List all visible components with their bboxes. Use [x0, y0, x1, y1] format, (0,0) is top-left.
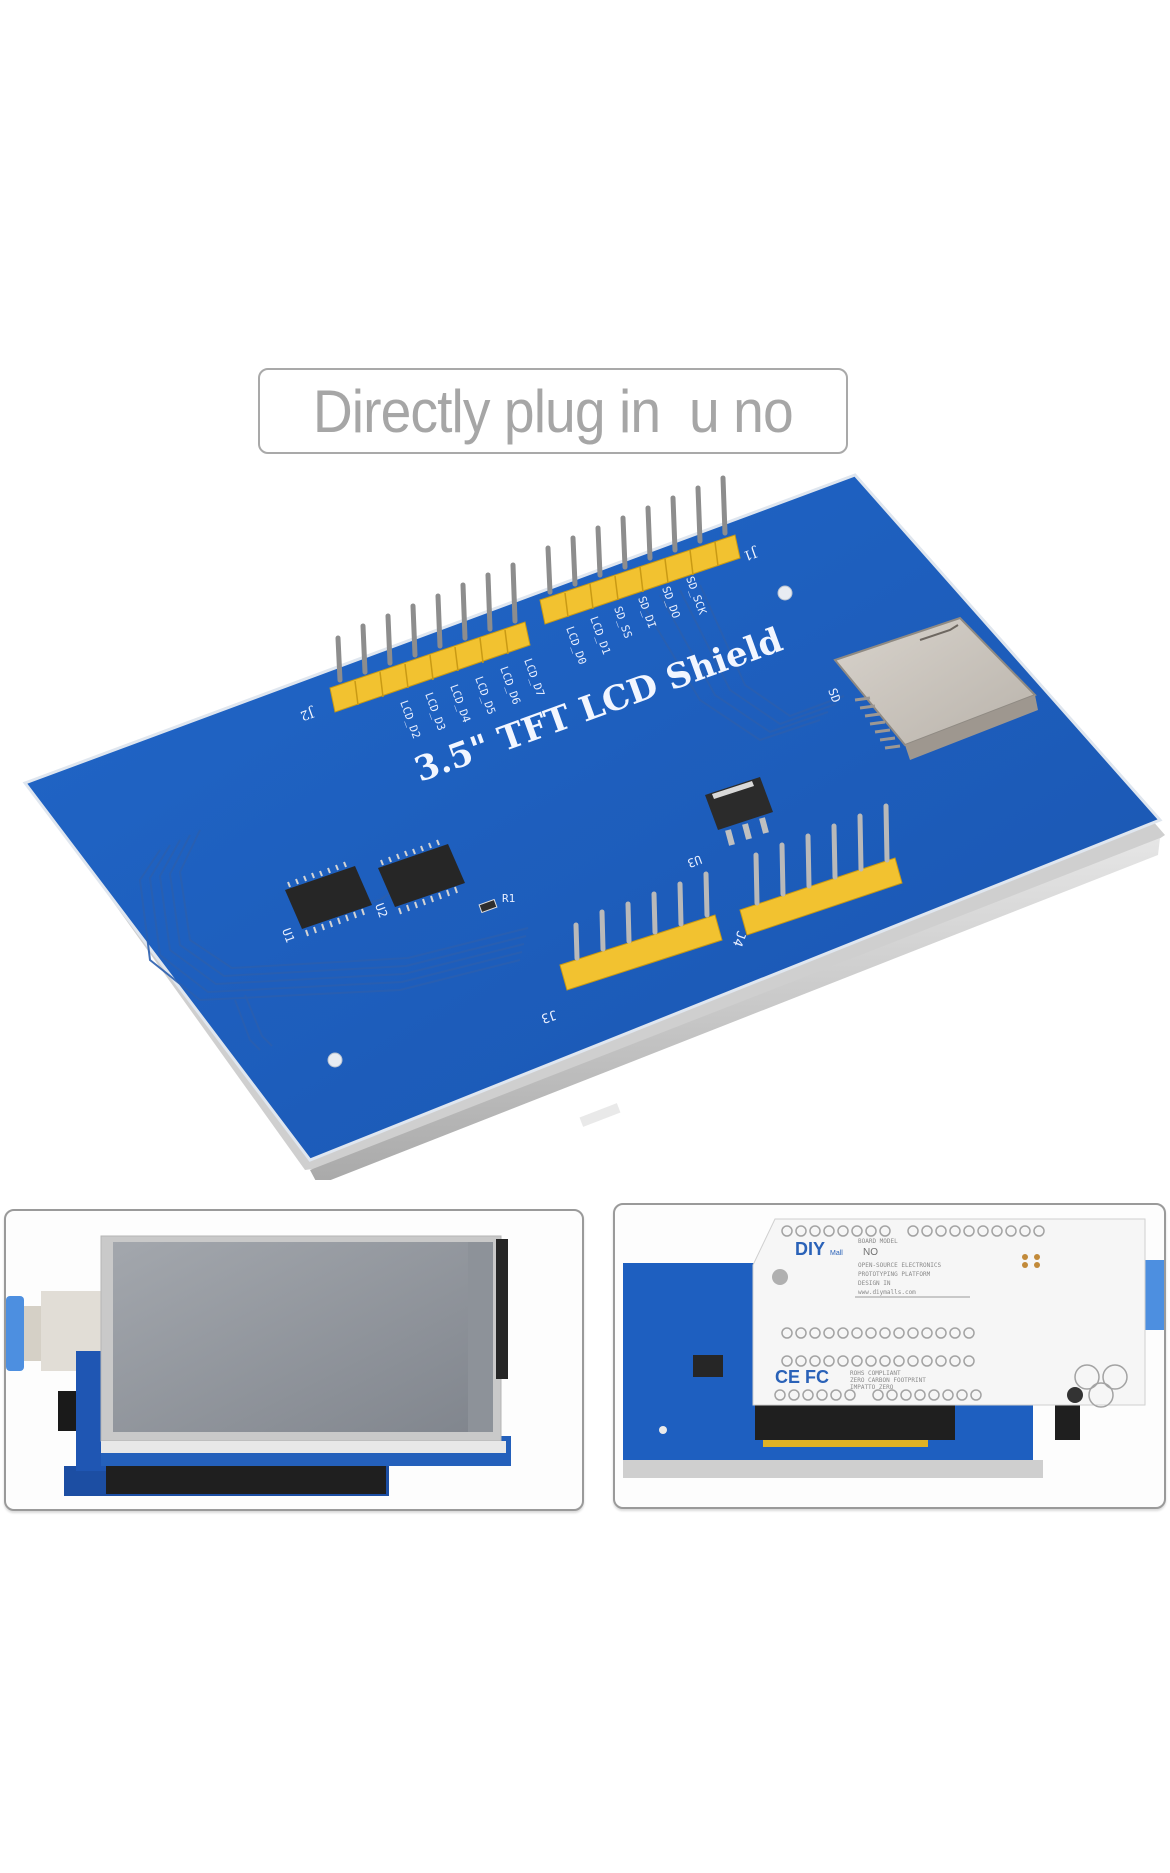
- header-j2: [329, 562, 531, 713]
- chip-u1: [285, 861, 372, 937]
- pcb-traces: [138, 584, 845, 1051]
- thumbnail-front-view: [4, 1209, 584, 1511]
- resistor-r1: [478, 898, 498, 914]
- silk-line-3: DESIGN IN: [858, 1280, 891, 1287]
- main-product-photo: J2 J1 LCD_D2 LCD_D3 LCD_D4 LCD_D5 LCD_D6…: [22, 473, 1165, 1180]
- thumbnail-back-view: DIY Mall BOARD MODEL NO OPEN-SOURCE ELEC…: [613, 1203, 1166, 1509]
- label-j4: J4: [729, 929, 749, 949]
- white-arduino-board: [752, 1218, 1146, 1406]
- board-model-label: BOARD MODEL: [858, 1238, 898, 1245]
- label-r1: R1: [502, 892, 515, 905]
- caption-text: Directly plug in u no: [313, 377, 794, 445]
- header-j4: [739, 803, 903, 936]
- chip-u2: [378, 839, 465, 915]
- board-model: NO: [863, 1247, 878, 1258]
- silk-line-1: OPEN-SOURCE ELECTRONICS: [858, 1262, 941, 1269]
- label-j1: J1: [741, 544, 761, 563]
- sd-card-slot: [833, 616, 1038, 760]
- mounting-hole: [327, 1052, 343, 1068]
- back-view-photo: DIY Mall BOARD MODEL NO OPEN-SOURCE ELEC…: [623, 1218, 1164, 1478]
- mounting-hole: [777, 585, 793, 601]
- label-sd: SD: [825, 686, 843, 704]
- label-j3: J3: [539, 1006, 559, 1025]
- rohs-line-1: ROHS COMPLIANT: [850, 1370, 901, 1377]
- rohs-line-2: ZERO CARBON FOOTPRINT: [850, 1377, 926, 1384]
- label-j2: J2: [298, 704, 318, 723]
- header-j1: [539, 475, 741, 625]
- cert-marks: CE FC: [775, 1367, 829, 1387]
- label-u3: U3: [685, 852, 703, 870]
- chip-u3: [705, 777, 773, 846]
- silk-line-2: PROTOTYPING PLATFORM: [858, 1271, 931, 1278]
- caption-box: Directly plug in u no: [258, 368, 848, 454]
- front-view-photo: [6, 1235, 511, 1496]
- brand-suffix: Mall: [830, 1250, 843, 1257]
- label-u2: U2: [372, 901, 390, 919]
- brand-logo: DIY: [795, 1239, 825, 1259]
- rohs-line-3: IMPATTO ZERO: [850, 1384, 894, 1391]
- label-u1: U1: [279, 926, 297, 944]
- silk-line-4: www.diymalls.com: [858, 1289, 916, 1296]
- usb-plug-icon: [6, 1296, 24, 1371]
- header-j3: [559, 871, 723, 991]
